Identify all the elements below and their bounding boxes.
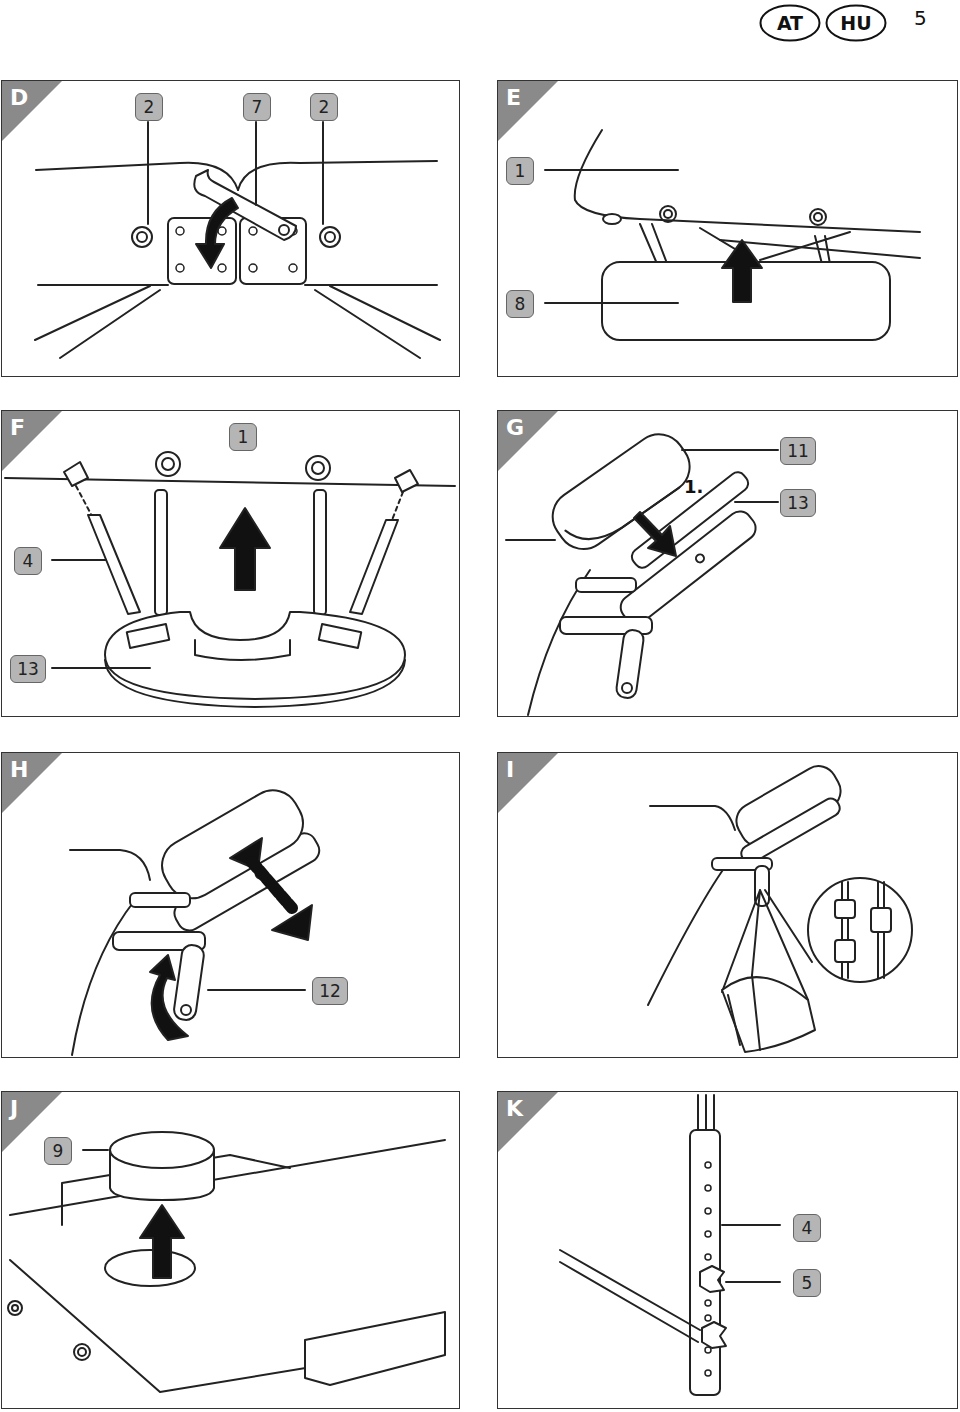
panel-letter: J [10, 1097, 18, 1121]
callout-text: 7 [252, 97, 263, 117]
callout-number: 1 [506, 157, 534, 185]
callout-text: 4 [23, 551, 34, 571]
figure-panel: D 2 7 2 [1, 80, 460, 377]
page-number-text: 5 [914, 6, 927, 30]
figure-panel: G 11 13 [497, 410, 958, 717]
callout-number: 5 [793, 1269, 821, 1297]
panel-letter: I [506, 758, 514, 782]
panel-letter: D [10, 86, 28, 110]
panel-letter: G [506, 416, 524, 440]
callout-text: 13 [17, 659, 39, 679]
callout-number: 9 [44, 1137, 72, 1165]
face-cradle-illustration [5, 452, 455, 707]
hinge-illustration [35, 122, 440, 358]
shelf-illustration [648, 760, 912, 1052]
figure-panel: J9 [1, 1091, 460, 1409]
panel-letter: H [10, 758, 28, 782]
badge-text: HU [840, 12, 871, 34]
headrest-illustration [506, 424, 778, 715]
callout-number: 12 [312, 977, 348, 1005]
callout-text: 5 [802, 1273, 813, 1293]
callout-number: 1 [229, 423, 257, 451]
page-number: 5 [914, 6, 927, 30]
figure-panel: K 4 5 [497, 1091, 958, 1409]
callout-number: 11 [780, 437, 816, 465]
callout-number: 13 [780, 489, 816, 517]
panel-letter: K [506, 1097, 523, 1121]
figure-panel: E 1 8 [497, 80, 958, 377]
callout-text: 12 [319, 981, 341, 1001]
callout-number: 13 [10, 655, 46, 683]
figure-panel: F 1 4 13 [1, 410, 460, 717]
headrest-adjust-illustration [70, 781, 324, 1055]
step-number-text: 1. [684, 476, 703, 497]
callout-text: 1 [238, 427, 249, 447]
callout-text: 2 [144, 97, 155, 117]
callout-number: 4 [793, 1214, 821, 1242]
step-number: 1. [684, 476, 703, 497]
callout-text: 1 [515, 161, 526, 181]
panel-letter: E [506, 86, 521, 110]
callout-text: 11 [787, 441, 809, 461]
callout-text: 8 [515, 294, 526, 314]
callout-number: 2 [135, 93, 163, 121]
figure-panel: H 12 [1, 752, 460, 1058]
leg-illustration [560, 1095, 780, 1395]
callout-text: 2 [319, 97, 330, 117]
country-badge: HU [825, 4, 887, 42]
callout-text: 9 [53, 1141, 64, 1161]
badge-text: AT [777, 12, 803, 34]
callout-text: 13 [787, 493, 809, 513]
callout-number: 7 [243, 93, 271, 121]
headrest-plug-illustration [8, 1132, 445, 1392]
callout-text: 4 [802, 1218, 813, 1238]
callout-number: 8 [506, 290, 534, 318]
country-badge: AT [759, 4, 821, 42]
armrest-illustration [545, 130, 920, 340]
callout-number: 2 [310, 93, 338, 121]
figure-panel: I [497, 752, 958, 1058]
panel-letter: F [10, 416, 25, 440]
callout-number: 4 [14, 547, 42, 575]
